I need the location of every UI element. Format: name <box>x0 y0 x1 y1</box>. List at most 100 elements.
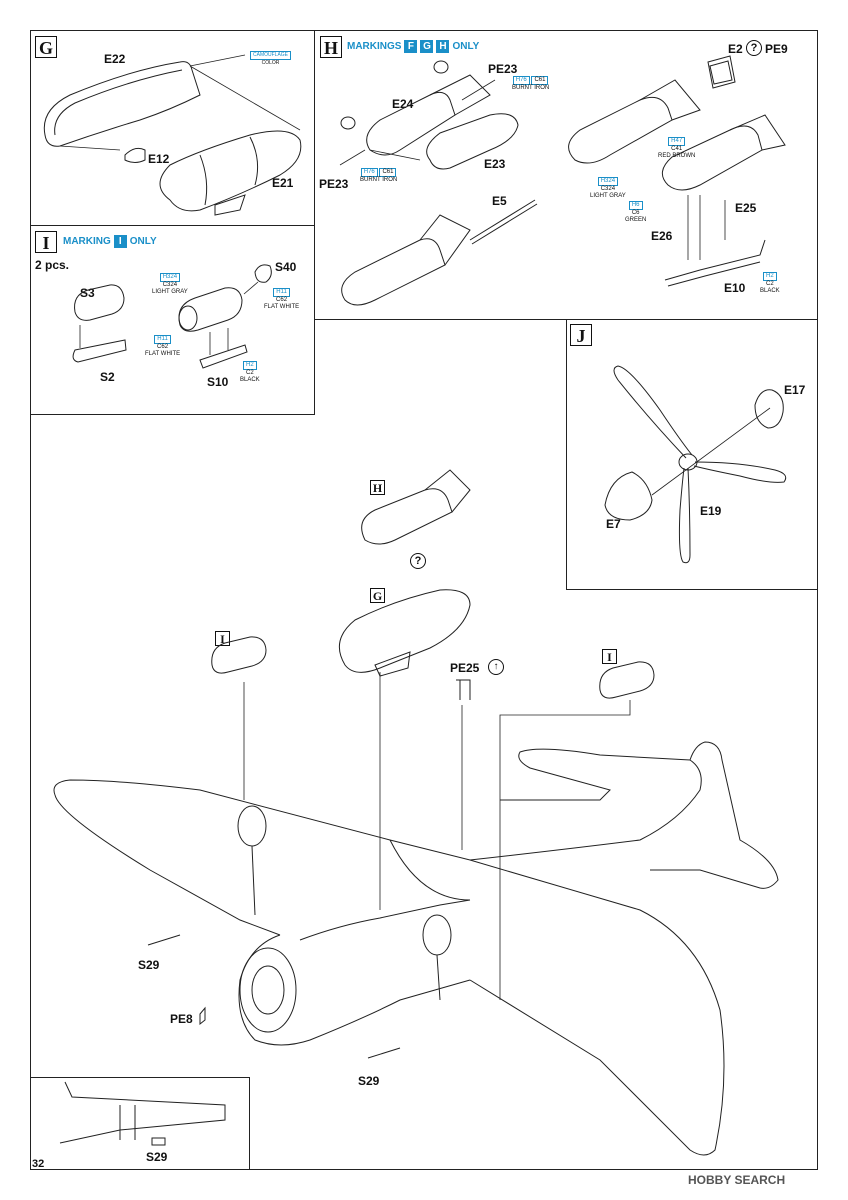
part-label-e2: E2 <box>728 42 743 56</box>
bomb-e5-drawing <box>341 199 538 306</box>
paint-code-c: C62 <box>276 297 288 303</box>
banner-i-prefix: MARKING <box>63 236 111 247</box>
paint-code-h: H324 <box>159 273 181 282</box>
paint-code-h: H2 <box>763 272 777 281</box>
paint-code-c: C6 <box>631 210 640 216</box>
paint-code-c: C61 <box>379 168 397 177</box>
paint-name: BURNT IRON <box>360 177 398 183</box>
inset-panel <box>30 1077 250 1170</box>
smoke-canister-drawing <box>72 264 272 369</box>
paint-h2-h: H2 C2 BLACK <box>760 272 780 295</box>
paint-camouflage-line1: CAMOUFLAGE <box>250 51 292 60</box>
paint-name: BLACK <box>760 288 780 294</box>
part-label-e22: E22 <box>104 52 126 66</box>
paint-code-c: C2 <box>246 370 254 376</box>
part-label-e10: E10 <box>724 281 746 295</box>
main-smoke-canister-right-drawing <box>599 661 655 699</box>
qty-label: 2 pcs. <box>35 258 70 272</box>
paint-code-c: C324 <box>600 186 616 192</box>
assembly-leader-lines <box>243 672 631 1000</box>
paint-name: LIGHT GRAY <box>590 193 626 199</box>
propeller-drawing <box>604 365 787 564</box>
marker-g: G <box>370 588 385 603</box>
paint-i-h11-left: H11 C62 FLAT WHITE <box>145 335 180 358</box>
panel-i <box>30 225 315 415</box>
paint-h6: H6 C6 GREEN <box>625 201 646 224</box>
pe25-part-drawing <box>456 679 471 700</box>
paint-name: GREEN <box>625 217 647 223</box>
bomb-rack-pair-drawing <box>339 60 519 170</box>
paint-code-h: H11 <box>154 335 171 344</box>
paint-code-c: C324 <box>162 282 178 288</box>
part-label-e12: E12 <box>148 152 170 166</box>
paint-h76-top: H76 C61 BURNT IRON <box>512 76 549 92</box>
inset-detail-drawing <box>59 1081 226 1146</box>
banner-h-box-g: G <box>420 40 434 53</box>
paint-h76-bottom: H76 C61 BURNT IRON <box>360 168 397 184</box>
part-label-pe23-top: PE23 <box>488 62 518 76</box>
drop-tank-fairing-drawing <box>43 54 301 151</box>
part-label-s10: S10 <box>207 375 229 389</box>
paint-name: BURNT IRON <box>512 85 550 91</box>
banner-h-prefix: MARKINGS <box>347 41 402 52</box>
part-label-s29-bottom: S29 <box>358 1074 380 1088</box>
paint-code-h: H47 <box>668 137 686 146</box>
paint-camouflage: CAMOUFLAGE COLOR <box>250 51 292 67</box>
panel-g-letter: G <box>35 36 57 58</box>
part-label-e5: E5 <box>492 194 507 208</box>
paint-code-h: H2 <box>243 361 257 370</box>
paint-code-c: C2 <box>766 281 774 287</box>
paint-name: LIGHT GRAY <box>152 289 188 295</box>
paint-code-h: H76 <box>360 168 378 177</box>
page-number: 32 <box>32 1158 45 1170</box>
paint-code-h: H76 <box>512 76 530 85</box>
paint-name: RED BROWN <box>658 153 696 159</box>
paint-code-c: C61 <box>531 76 549 85</box>
panel-i-letter: I <box>35 231 57 253</box>
panel-j <box>566 319 818 590</box>
part-label-e25: E25 <box>735 201 757 215</box>
paint-code-h: H11 <box>273 288 290 297</box>
banner-h-suffix: ONLY <box>452 41 480 52</box>
banner-h-box-f: F <box>404 40 418 53</box>
part-label-s40: S40 <box>275 260 297 274</box>
banner-h-box-h: H <box>436 40 450 53</box>
paint-name: BLACK <box>240 377 260 383</box>
part-label-e7: E7 <box>606 517 621 531</box>
part-label-pe25: PE25 <box>450 661 480 675</box>
aircraft-airframe-drawing <box>53 741 779 1156</box>
paint-h47: H47 C41 RED BROWN <box>658 137 695 160</box>
paint-code-h: H6 <box>628 201 643 210</box>
paint-h324-h: H324 C324 LIGHT GRAY <box>590 177 626 200</box>
arrow-up-symbol: ↑ <box>488 659 504 675</box>
part-label-e24: E24 <box>392 97 414 111</box>
marker-i-right: I <box>602 649 617 664</box>
banner-i-box: I <box>113 235 127 248</box>
paint-name: FLAT WHITE <box>264 304 300 310</box>
paint-code-c: C41 <box>671 146 683 152</box>
part-label-e26: E26 <box>651 229 673 243</box>
main-drop-tank-drawing <box>338 589 471 677</box>
part-label-pe9: PE9 <box>765 42 788 56</box>
unknown-part-symbol-h: ? <box>746 40 762 56</box>
paint-camouflage-line2: COLOR <box>261 60 280 66</box>
large-bomb-drawing <box>568 55 786 287</box>
part-label-pe8: PE8 <box>170 1012 193 1026</box>
paint-code-h: H324 <box>597 177 619 186</box>
banner-i-suffix: ONLY <box>129 236 157 247</box>
watermark: HOBBY SEARCH <box>688 1173 786 1187</box>
part-label-e17: E17 <box>784 383 806 397</box>
part-label-pe23-bottom: PE23 <box>319 177 349 191</box>
part-label-s2: S2 <box>100 370 115 384</box>
panel-i-banner: MARKING I ONLY <box>63 235 157 248</box>
part-label-s29-inset: S29 <box>146 1150 168 1164</box>
paint-i-h2: H2 C2 BLACK <box>240 361 260 384</box>
part-label-e19: E19 <box>700 504 722 518</box>
bracket-e12-drawing <box>124 147 146 163</box>
paint-code-c: C62 <box>157 344 169 350</box>
paint-name: FLAT WHITE <box>145 351 181 357</box>
drop-tank-e21-drawing <box>159 130 302 216</box>
paint-i-h324: H324 C324 LIGHT GRAY <box>152 273 188 296</box>
part-label-e21: E21 <box>272 176 294 190</box>
